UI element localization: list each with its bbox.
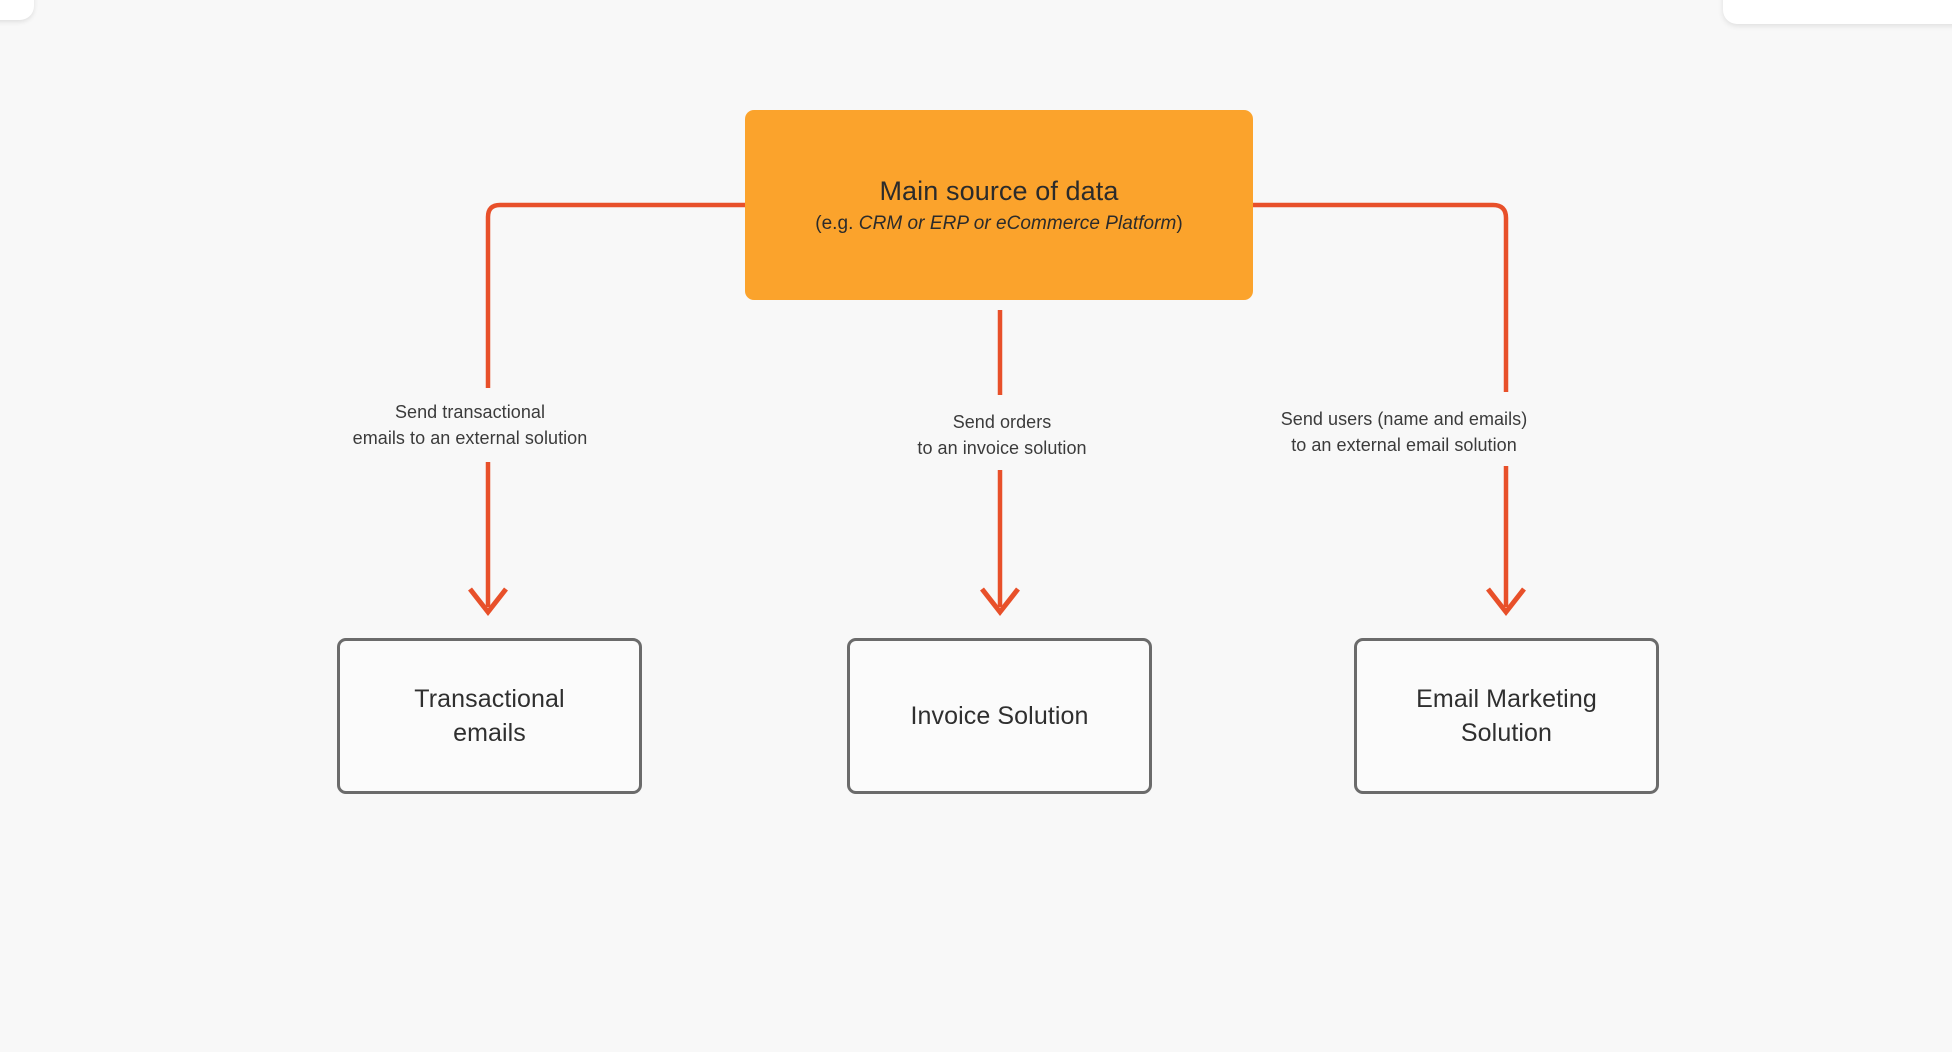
node-source-subtitle: (e.g. CRM or ERP or eCommerce Platform)	[815, 213, 1183, 235]
edge-label-users: Send users (name and emails) to an exter…	[1280, 409, 1528, 455]
node-source-subtitle-suffix: )	[1176, 212, 1183, 234]
edge-label-transactional: Send transactional emails to an external…	[352, 402, 588, 448]
node-source-subtitle-prefix: (e.g.	[815, 212, 859, 234]
node-invoice-solution-label: Invoice Solution	[910, 701, 1089, 730]
node-email-marketing-solution-label: Email Marketing Solution	[1416, 684, 1597, 748]
node-main-source-of-data[interactable]: Main source of data (e.g. CRM or ERP or …	[745, 110, 1253, 300]
arrowhead-mid	[980, 587, 1020, 617]
app-chrome-top-right-panel	[1723, 0, 1952, 24]
node-transactional-emails[interactable]: Transactional emails	[337, 638, 642, 794]
edge-label-orders: Send orders to an invoice solution	[917, 412, 1087, 458]
connector-left-upper	[485, 202, 745, 388]
arrowhead-left	[468, 587, 508, 617]
app-chrome-top-left-panel	[0, 0, 34, 20]
node-source-title: Main source of data	[879, 176, 1119, 207]
node-source-subtitle-emphasis: CRM or ERP or eCommerce Platform	[858, 212, 1177, 234]
arrowhead-right	[1486, 587, 1526, 617]
node-transactional-emails-label: Transactional emails	[414, 684, 565, 748]
node-invoice-solution[interactable]: Invoice Solution	[847, 638, 1152, 794]
connector-right-upper	[1253, 202, 1509, 392]
node-email-marketing-solution[interactable]: Email Marketing Solution	[1354, 638, 1659, 794]
